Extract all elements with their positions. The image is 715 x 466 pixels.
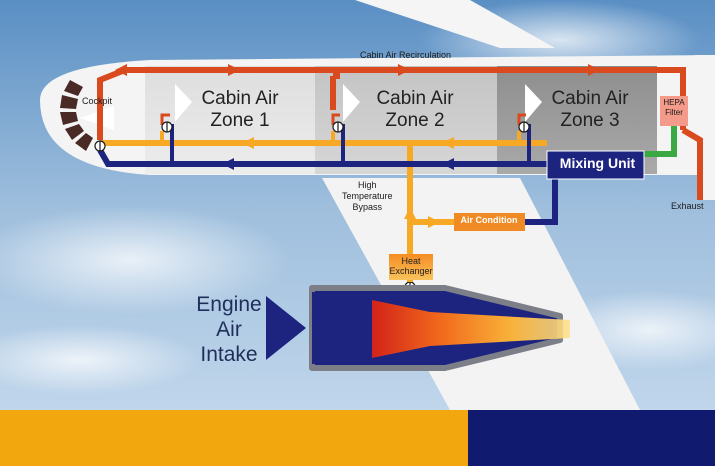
zone-2-panel — [315, 66, 497, 174]
zone-return-duct — [160, 113, 526, 125]
mixing-unit-box — [546, 150, 645, 180]
flow-arrow-icon — [222, 158, 454, 170]
heat-exchanger-box — [389, 254, 433, 280]
exhaust-duct — [681, 127, 703, 200]
warm-air-riser — [160, 131, 521, 143]
supply-arrow-icon — [525, 84, 542, 122]
cockpit-label: Cockpit — [82, 96, 113, 106]
cloud — [0, 325, 200, 395]
air-condition-label: Air Condition — [460, 215, 518, 225]
flow-arrow-icon — [404, 207, 416, 219]
zone-1-label: Cabin Air Zone 1 — [201, 88, 279, 131]
engine-icon — [309, 285, 570, 371]
flow-arrow-icon — [428, 216, 440, 228]
mixing-unit-label: Mixing Unit — [559, 155, 636, 171]
supply-arrow-icon — [175, 84, 192, 122]
cloud — [0, 205, 290, 315]
hepa-link-duct — [642, 126, 677, 157]
hepa-filter-box — [660, 96, 688, 126]
cool-air-riser — [170, 124, 531, 164]
flow-arrow-icon — [115, 64, 600, 76]
zone-2-label: Cabin Air Zone 2 — [376, 88, 454, 131]
exhaust-label: Exhaust — [671, 201, 704, 211]
ground-stripe-right — [468, 410, 715, 466]
ground-stripe-left — [0, 410, 468, 466]
cockpit-window-icon — [60, 80, 93, 151]
bypass-label: High Temperature Bypass — [342, 180, 393, 212]
air-condition-box — [454, 213, 525, 231]
flow-arrow-icon — [242, 137, 454, 149]
heat-exchanger-label: Heat Exchanger — [389, 256, 433, 277]
cool-air-duct — [97, 148, 558, 225]
supply-arrow-icon — [343, 84, 360, 122]
hepa-filter-label: HEPA Filter — [663, 98, 685, 117]
recirculation-label: Cabin Air Recirculation — [360, 50, 452, 60]
upper-wing — [355, 0, 555, 48]
intake-arrow-icon — [266, 296, 306, 360]
zone-3-label: Cabin Air Zone 3 — [551, 88, 629, 131]
engine-intake-label: Engine Air Intake — [196, 293, 262, 367]
